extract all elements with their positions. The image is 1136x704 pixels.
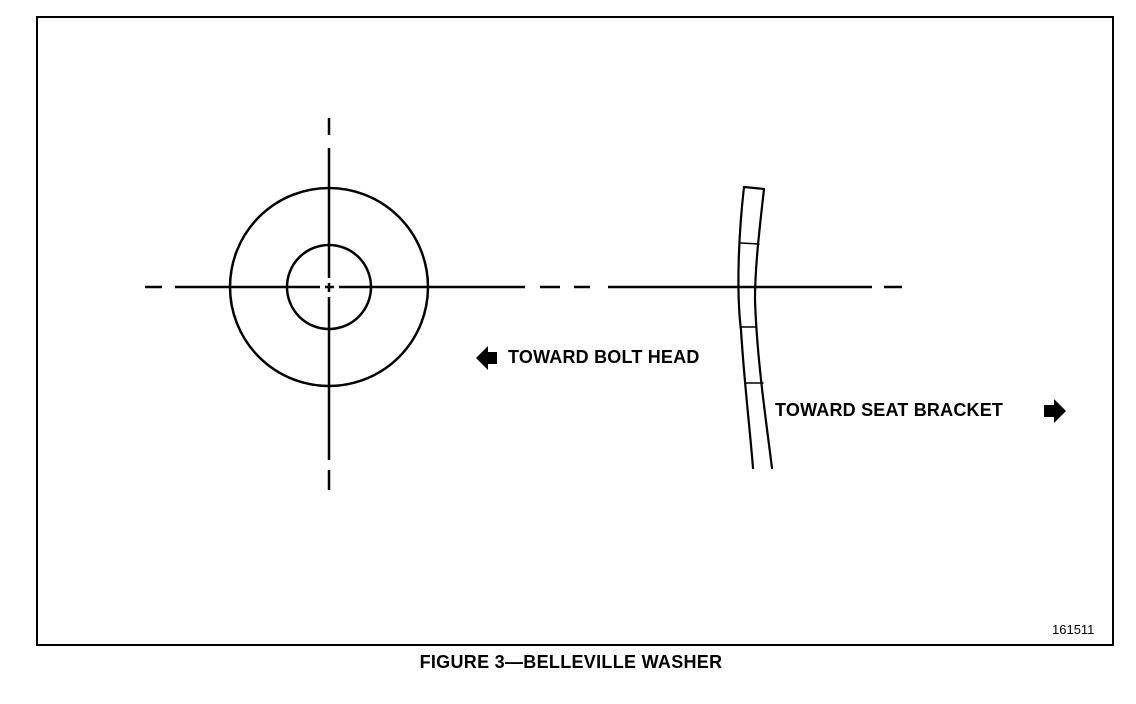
figure-frame	[36, 16, 1114, 646]
washer-side-view	[737, 185, 774, 470]
right-arrow-icon	[1044, 399, 1066, 423]
washer-profile-left-edge	[737, 185, 755, 470]
figure-caption: FIGURE 3—BELLEVILLE WASHER	[419, 652, 723, 672]
toward-seat-bracket-label: TOWARD SEAT BRACKET	[775, 400, 1004, 420]
figure-number: 161511	[1052, 622, 1095, 637]
washer-profile-top	[742, 185, 766, 191]
washer-profile-right-edge	[753, 187, 774, 470]
toward-bolt-head-label: TOWARD BOLT HEAD	[508, 347, 700, 367]
left-arrow-icon	[476, 346, 497, 370]
washer-profile-segment-marks	[739, 242, 764, 384]
